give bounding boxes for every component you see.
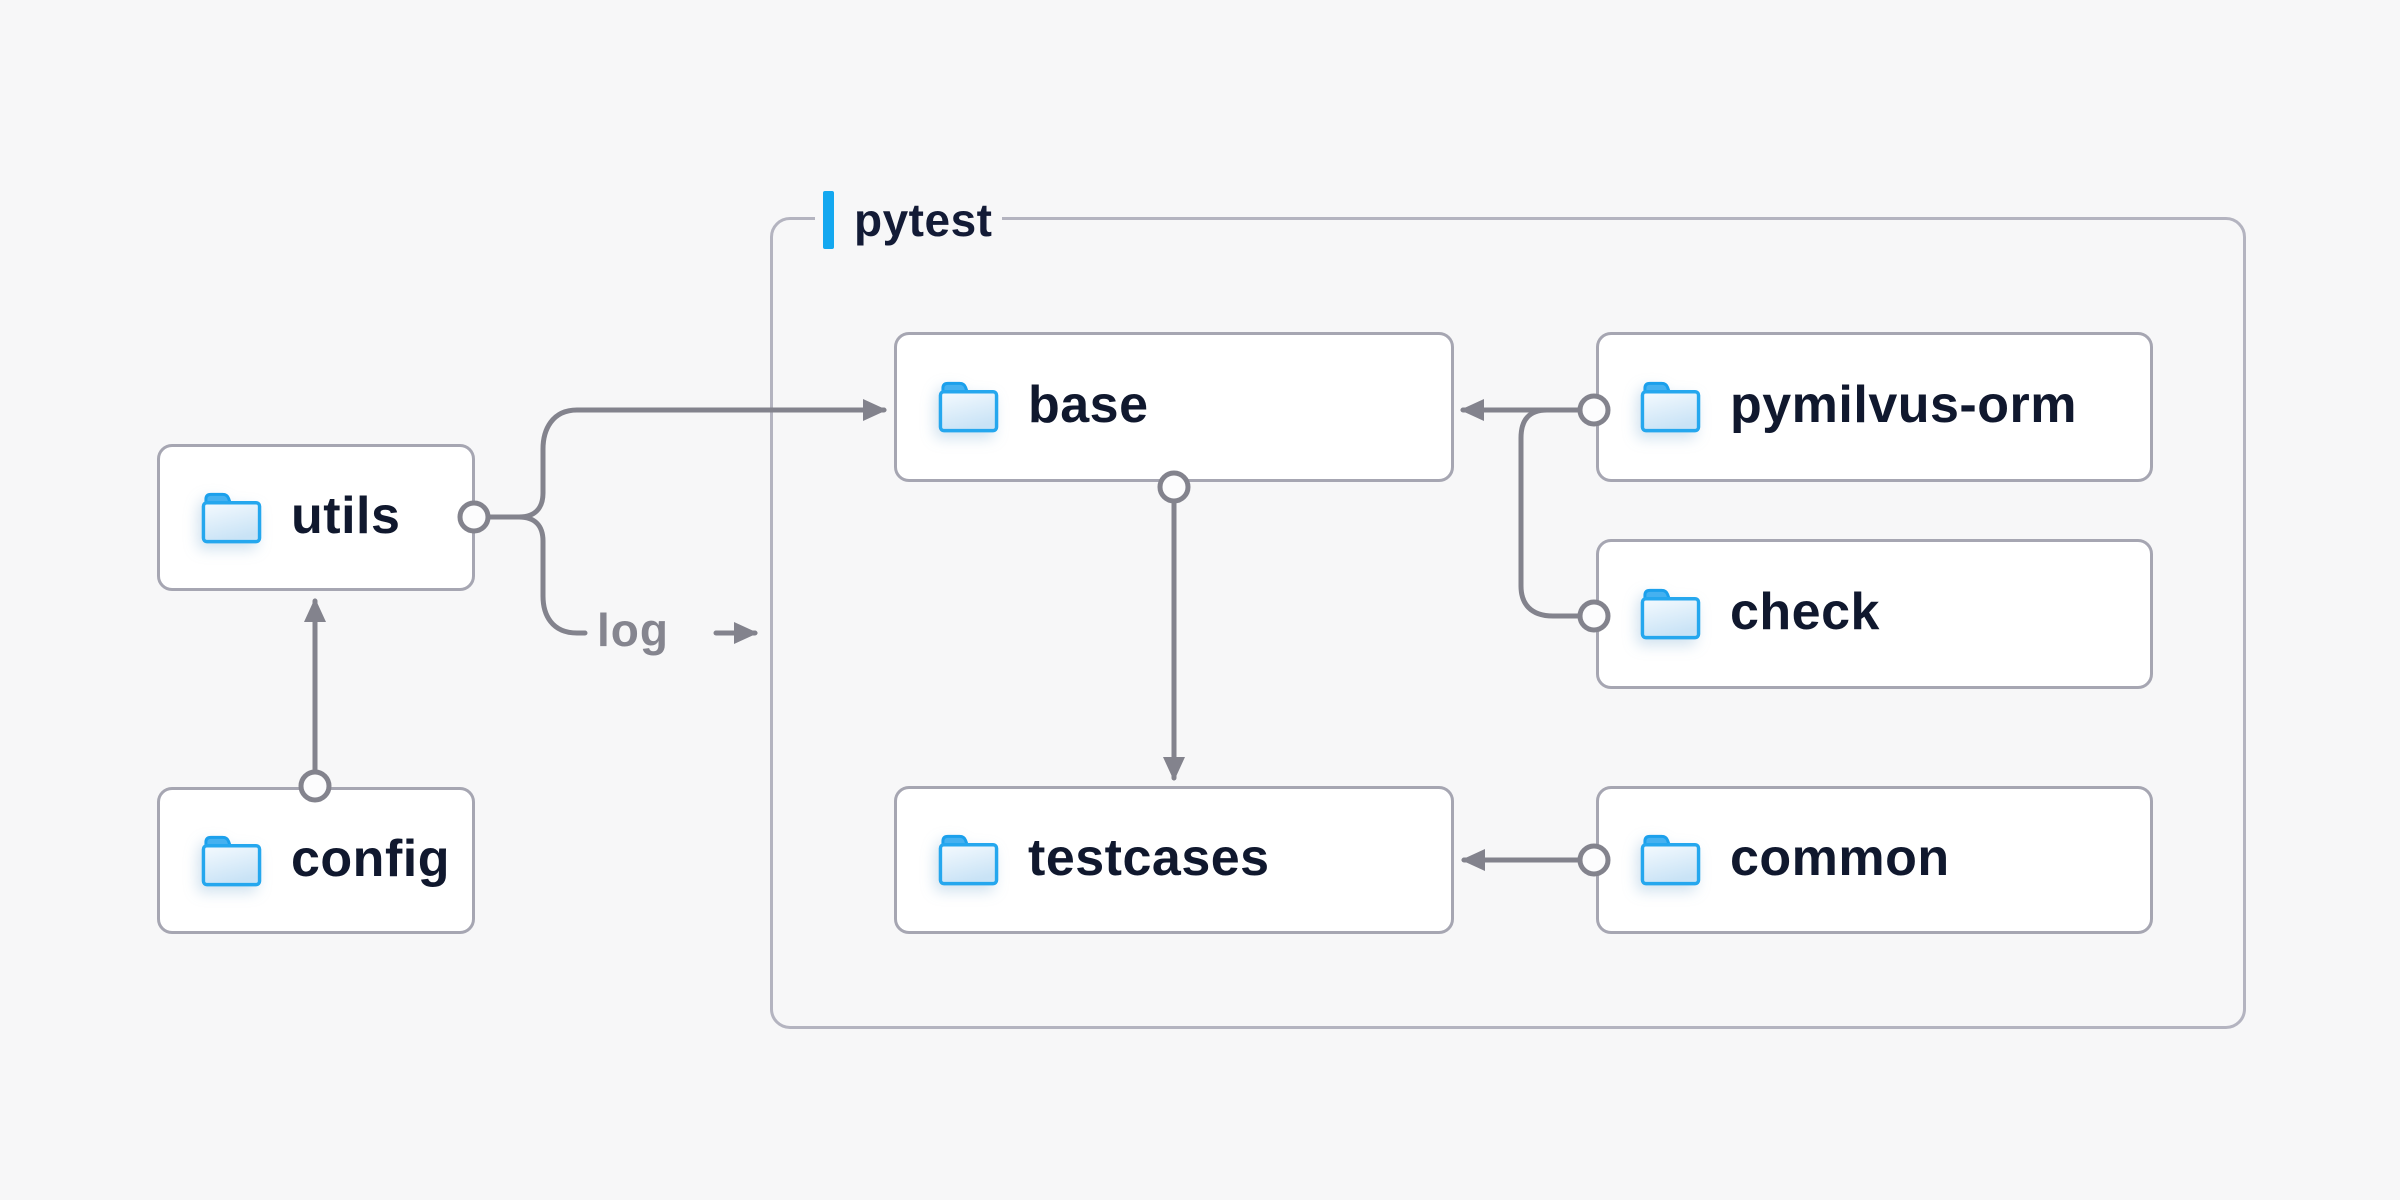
folder-icon [200,491,263,545]
node-base-label: base [1028,376,1149,434]
folder-icon [1639,833,1702,887]
node-testcases: testcases [894,786,1454,934]
node-pymilvus-orm-label: pymilvus-orm [1730,376,2077,434]
legend-accent-bar-icon [823,191,834,249]
folder-icon [937,833,1000,887]
edge-label-log: log [597,604,669,656]
node-config-label: config [291,829,450,888]
edge-config-to-utils [298,598,332,803]
group-pytest-label: pytest [854,194,993,246]
node-check: check [1596,539,2153,689]
node-common: common [1596,786,2153,934]
folder-icon [937,380,1000,434]
node-utils: utils [157,444,475,591]
node-config: config [157,787,475,934]
node-common-label: common [1730,829,1950,887]
node-check-label: check [1730,583,1880,641]
node-base: base [894,332,1454,482]
node-utils-label: utils [291,486,401,545]
group-pytest-legend: pytest [815,189,1003,251]
group-pytest: pytest [770,189,2246,1029]
node-testcases-label: testcases [1028,829,1270,887]
folder-icon [1639,380,1702,434]
node-pymilvus-orm: pymilvus-orm [1596,332,2153,482]
folder-icon [1639,587,1702,641]
folder-icon [200,834,263,888]
